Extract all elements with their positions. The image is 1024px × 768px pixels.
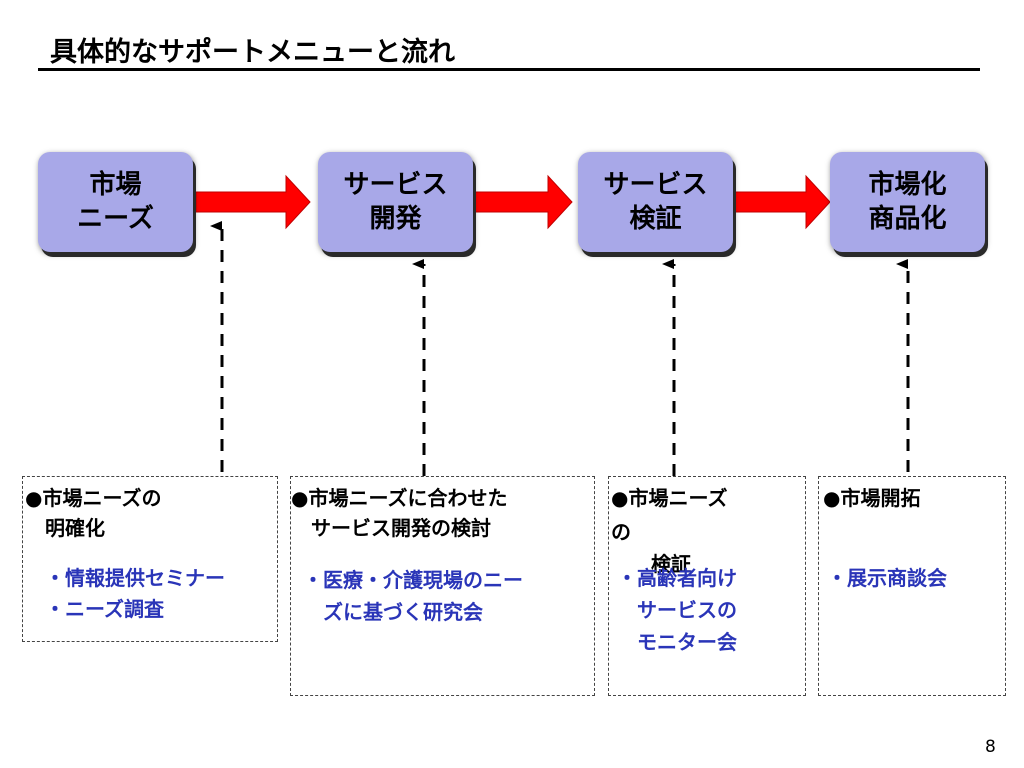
support-heading: ●市場開拓 [823, 486, 921, 510]
page-title: 具体的なサポートメニューと流れ [50, 37, 455, 68]
stage-label: サービス [603, 170, 708, 200]
flow-arrow-2 [474, 174, 573, 230]
support-box-2: ●市場ニーズに合わせた サービス開発の検討 ・医療・介護現場のニー ズに基づく研… [290, 476, 595, 696]
support-box-4: ●市場開拓 ・展示商談会 [818, 476, 1006, 696]
support-item: ・医療・介護現場のニー [303, 568, 523, 592]
stage-label: 市場化 [868, 170, 947, 200]
support-item: ・高齢者向け [617, 566, 737, 590]
support-item: ・情報提供セミナー [45, 566, 225, 590]
flow-arrow-1 [195, 174, 311, 230]
page-number: 8 [985, 737, 996, 757]
stage-service-development: サービス 開発 [318, 152, 473, 252]
support-heading: サービス開発の検討 [291, 516, 491, 540]
support-heading: ●市場ニーズに合わせた [291, 486, 508, 510]
support-item: ・展示商談会 [827, 566, 947, 590]
support-item: ズに基づく研究会 [303, 600, 483, 624]
stage-market-needs: 市場 ニーズ [38, 152, 193, 252]
stage-label: 商品化 [868, 204, 947, 234]
support-item: モニター会 [617, 630, 737, 654]
support-box-3: ●市場ニーズ の 検証 ・高齢者向け サービスの モニター会 [608, 476, 806, 696]
stage-label: サービス [343, 170, 448, 200]
stage-label: ニーズ [77, 204, 154, 234]
stage-label: 検証 [629, 204, 682, 234]
support-heading: 明確化 [25, 516, 105, 540]
support-heading: 検証 [631, 552, 691, 576]
support-item: ・ニーズ調査 [45, 597, 164, 621]
support-box-1: ●市場ニーズの 明確化 ・情報提供セミナー ・ニーズ調査 [22, 476, 278, 642]
flow-arrow-3 [734, 174, 831, 230]
stage-commercialization: 市場化 商品化 [830, 152, 985, 252]
support-heading: の [611, 520, 631, 544]
stage-label: 開発 [369, 204, 422, 234]
support-heading: ●市場ニーズの [25, 486, 162, 510]
support-item: サービスの [617, 598, 737, 622]
stage-label: 市場 [89, 170, 142, 200]
title-underline [38, 68, 980, 71]
stage-service-verification: サービス 検証 [578, 152, 733, 252]
support-heading: ●市場ニーズ [611, 486, 728, 510]
